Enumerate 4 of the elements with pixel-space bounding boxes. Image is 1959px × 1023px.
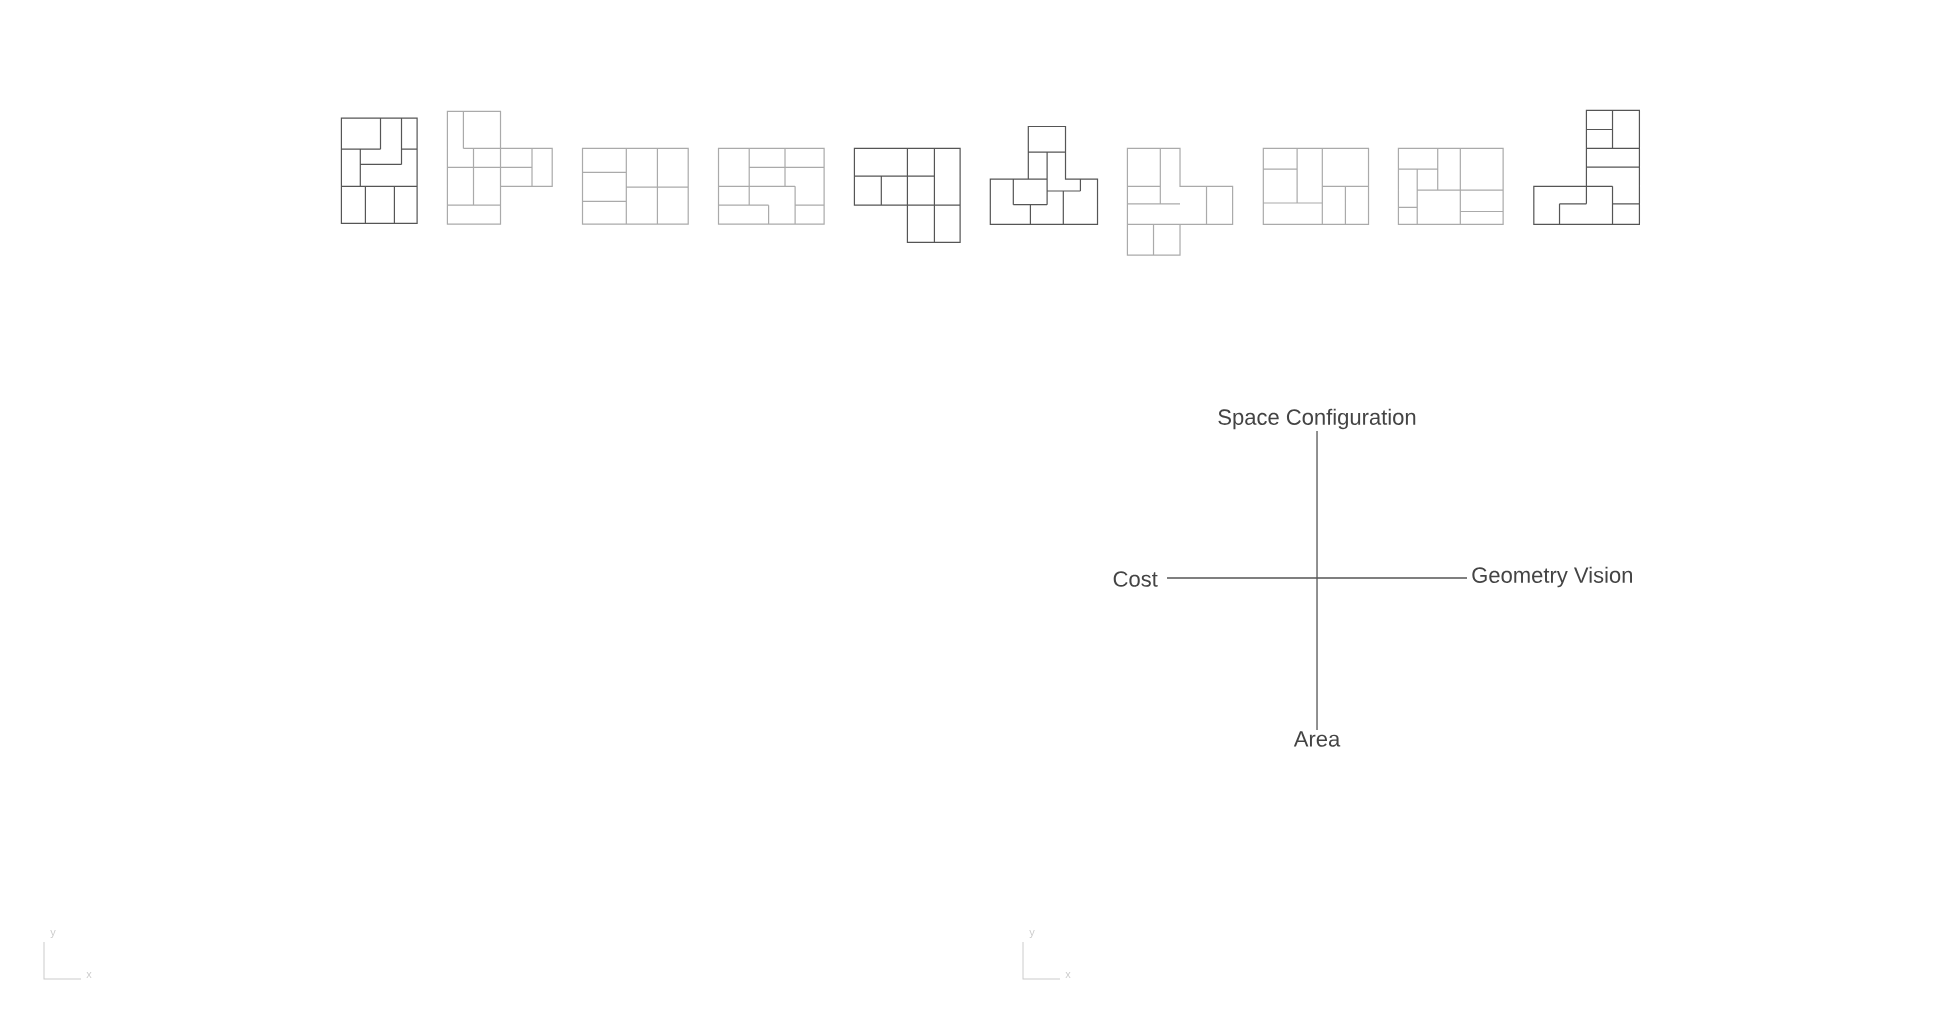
axis-label: Space Configuration (1218, 408, 1416, 430)
axis-label: Cost (1113, 571, 1158, 587)
axis-label: Area (1293, 731, 1341, 747)
axis-label: Geometry Vision (1472, 566, 1632, 588)
